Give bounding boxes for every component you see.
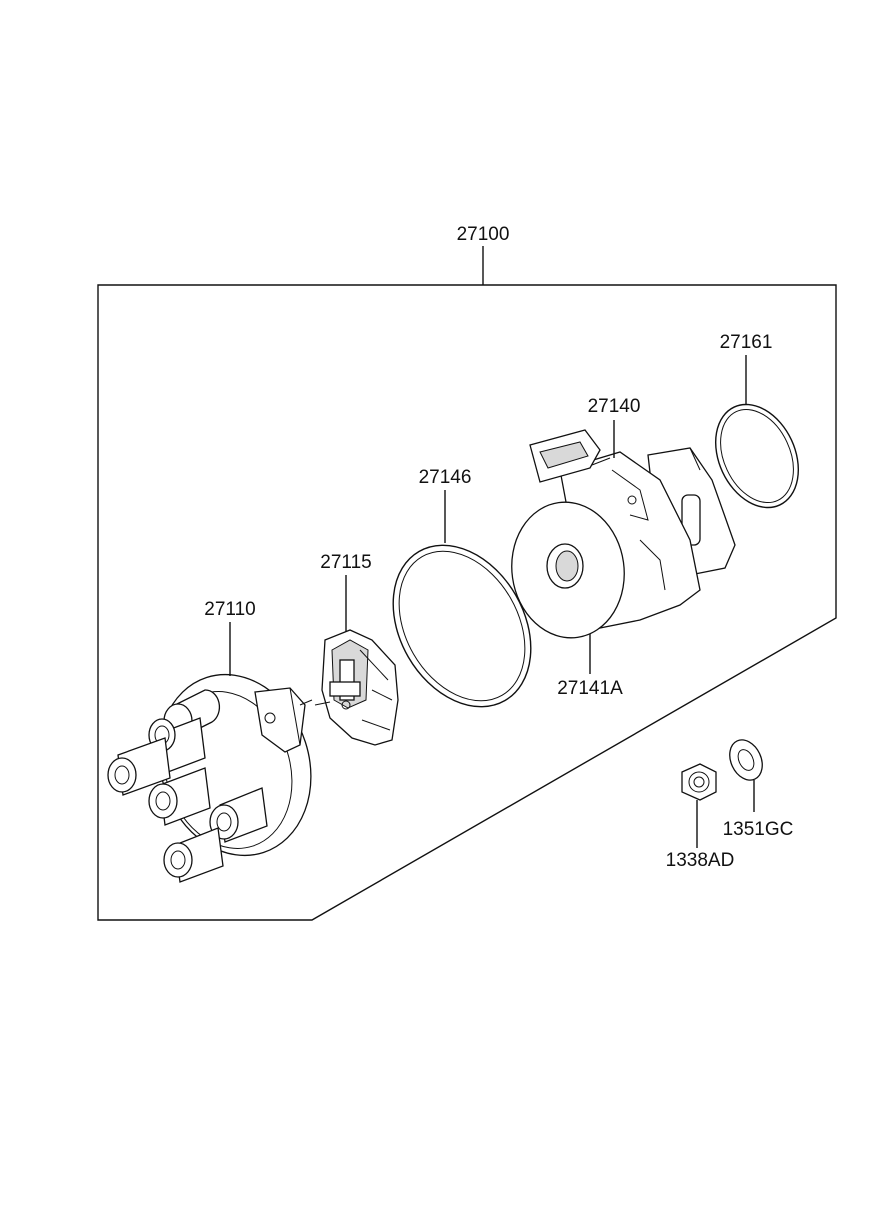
- distributor-cap: [107, 673, 313, 883]
- label-27141A: 27141A: [557, 678, 623, 699]
- label-27110: 27110: [204, 599, 255, 620]
- label-27140: 27140: [588, 396, 641, 417]
- rotor: [314, 629, 399, 746]
- label-1338AD: 1338AD: [666, 850, 735, 871]
- assembly-frame: [97, 284, 837, 921]
- label-27115: 27115: [320, 552, 371, 573]
- seal-ring-large: [392, 544, 532, 708]
- o-ring: [714, 403, 800, 509]
- label-1351GC: 1351GC: [723, 819, 794, 840]
- label-27161: 27161: [720, 332, 773, 353]
- flange-bolt: [681, 763, 717, 801]
- label-27100: 27100: [457, 224, 510, 245]
- label-27146: 27146: [419, 467, 472, 488]
- washer: [729, 739, 763, 781]
- distributor-housing: [511, 429, 736, 639]
